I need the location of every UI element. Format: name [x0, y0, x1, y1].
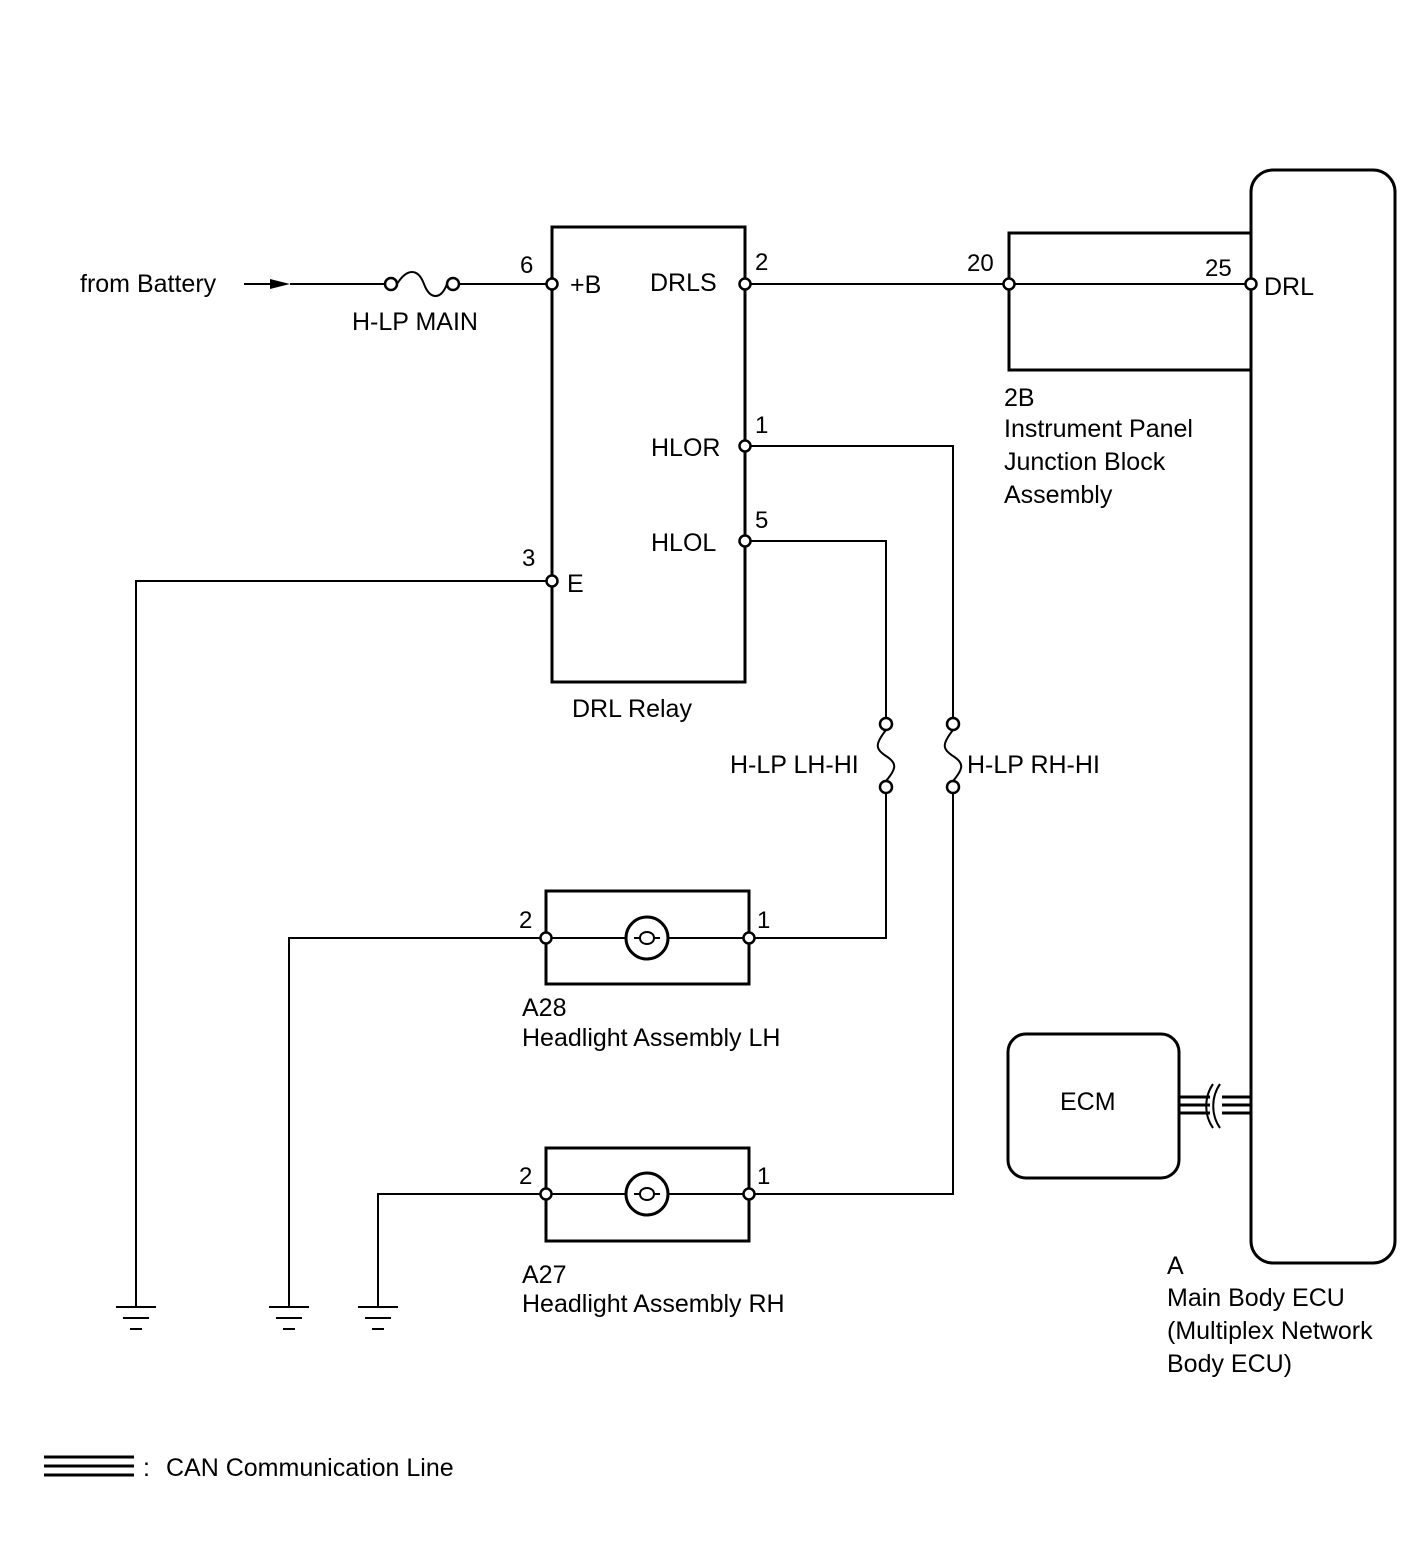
junction-pin-20-number: 20: [967, 250, 994, 277]
main-body-ecu-code: A: [1167, 1252, 1184, 1280]
drl-relay-box: [550, 225, 747, 684]
relay-pin-2-name: DRLS: [650, 269, 717, 297]
bulb-icon: [624, 1171, 670, 1217]
main-body-ecu-name-line-2: (Multiplex Network: [1167, 1317, 1373, 1345]
wire-fuse-rh-to-headlight-rh: [749, 793, 954, 1195]
relay-pin-6-number: 6: [520, 252, 533, 279]
ground-icon: [358, 1306, 398, 1330]
junction-block-code: 2B: [1004, 384, 1035, 412]
headlight-rh-code: A27: [522, 1261, 566, 1289]
wire-hlol-to-fuse-lh: [745, 540, 887, 718]
headlight-lh-pin-2-number: 2: [519, 907, 532, 934]
junction-block-box: [1007, 231, 1253, 372]
ecu-drl-pin-name: DRL: [1264, 273, 1314, 301]
headlight-lh-pin-1-number: 1: [757, 907, 770, 934]
junction-block-name-line-3: Assembly: [1004, 481, 1113, 509]
ground-icon: [269, 1306, 309, 1330]
can-bus-line: [1179, 1083, 1251, 1129]
ground-icon: [116, 1306, 156, 1330]
relay-pin-3-name: E: [567, 570, 584, 598]
relay-pin-1-name: HLOR: [651, 434, 720, 462]
main-body-ecu-name-line-1: Main Body ECU: [1167, 1284, 1345, 1312]
ecm-label: ECM: [1060, 1088, 1116, 1116]
fuse-h-lp-rh-hi-symbol: [943, 716, 963, 795]
relay-pin-3-number: 3: [522, 545, 535, 572]
fuse-h-lp-rh-hi-label: H-LP RH-HI: [967, 751, 1100, 779]
junction-block-name-line-1: Instrument Panel: [1004, 415, 1193, 443]
headlight-rh-name: Headlight Assembly RH: [522, 1290, 785, 1318]
headlight-rh-pin-1-number: 1: [757, 1163, 770, 1190]
relay-pin-5-name: HLOL: [651, 529, 716, 557]
terminal-dots: [539, 277, 1258, 1201]
fuse-h-lp-main-label: H-LP MAIN: [352, 308, 478, 336]
wire-fuse-lh-to-headlight-lh: [749, 793, 887, 939]
relay-pin-6-name: +B: [570, 271, 601, 299]
fuse-h-lp-lh-hi-symbol: [876, 716, 896, 795]
headlight-rh-pin-2-number: 2: [519, 1163, 532, 1190]
wire-headlight-rh-to-ground: [377, 1193, 546, 1307]
headlight-lh-name: Headlight Assembly LH: [522, 1024, 780, 1052]
headlight-lh-code: A28: [522, 994, 566, 1022]
relay-pin-2-number: 2: [755, 249, 768, 276]
main-body-ecu-name-line-3: Body ECU): [1167, 1350, 1292, 1378]
junction-block-name-line-2: Junction Block: [1004, 448, 1166, 476]
legend-separator: :: [143, 1454, 150, 1482]
relay-pin-1-number: 1: [755, 412, 768, 439]
wire-headlight-lh-to-ground: [288, 937, 546, 1307]
fuse-h-lp-lh-hi-label: H-LP LH-HI: [730, 751, 859, 779]
arrow-right-icon: [244, 279, 290, 289]
fuse-h-lp-main-symbol: [383, 271, 461, 297]
from-battery-label: from Battery: [80, 270, 217, 298]
drl-relay-label: DRL Relay: [572, 695, 692, 723]
bulb-icon: [624, 915, 670, 961]
main-body-ecu-box: [1249, 168, 1397, 1265]
junction-pin-25-number: 25: [1205, 255, 1232, 282]
can-line-symbol: [44, 1455, 134, 1477]
relay-pin-5-number: 5: [755, 507, 768, 534]
wire-relay-e-to-ground: [135, 580, 552, 1307]
wire-hlor-to-fuse-rh: [745, 445, 954, 718]
legend-label: CAN Communication Line: [166, 1454, 454, 1482]
